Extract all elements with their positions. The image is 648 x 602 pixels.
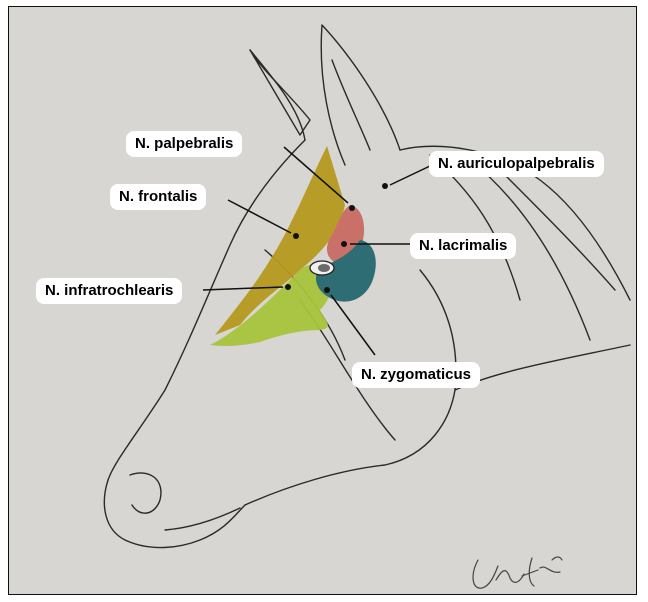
muzzle-outline — [104, 480, 245, 548]
label-frontalis: N. frontalis — [110, 184, 206, 210]
label-zygomaticus: N. zygomaticus — [352, 362, 480, 388]
mouth-line — [165, 508, 240, 530]
left-ear-outline — [250, 50, 310, 135]
zygomaticus-leader — [331, 295, 375, 355]
eye-pupil — [318, 264, 330, 272]
palpebralis-point — [349, 205, 355, 211]
label-infratrochlearis: N. infratrochlearis — [36, 278, 182, 304]
auriculopalpebralis-leader — [390, 166, 430, 185]
artist-signature — [473, 557, 562, 588]
mane-strand-3 — [500, 170, 615, 290]
infratrochlearis-point — [285, 284, 291, 290]
label-palpebralis: N. palpebralis — [126, 131, 242, 157]
label-lacrimalis: N. lacrimalis — [410, 233, 516, 259]
lacrimalis-point — [341, 241, 347, 247]
auriculopalpebralis-point — [382, 183, 388, 189]
throat-line — [455, 345, 630, 390]
right-ear-outline — [321, 25, 400, 165]
frontalis-point — [293, 233, 299, 239]
zygomaticus-point — [324, 287, 330, 293]
label-auriculopalpebralis: N. auriculopalpebralis — [429, 151, 604, 177]
right-ear-inner — [332, 60, 370, 150]
nostril — [130, 473, 161, 513]
